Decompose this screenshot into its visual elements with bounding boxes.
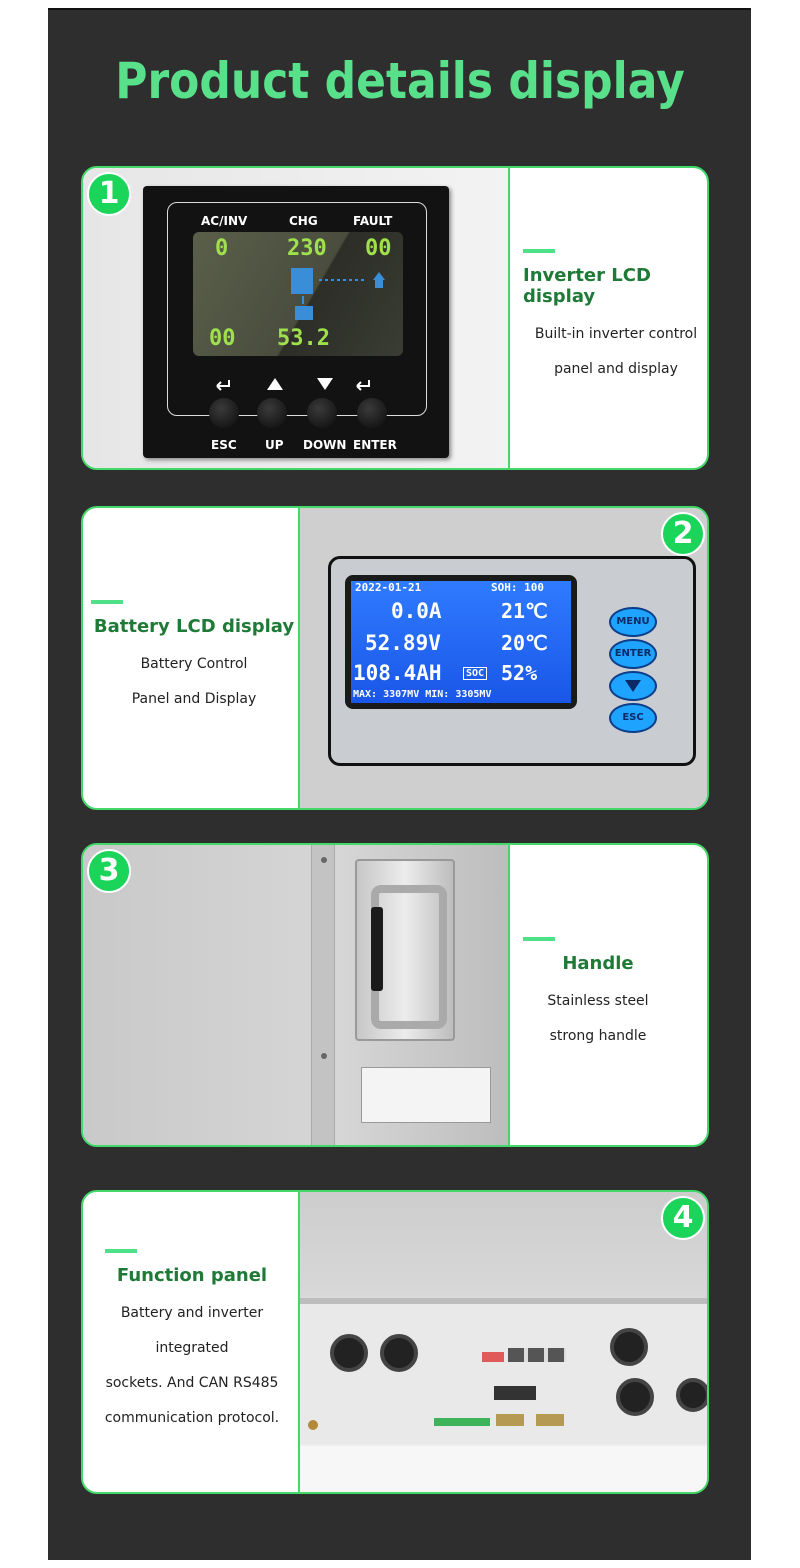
lcd-voltage: 52.89V bbox=[365, 631, 441, 655]
number-badge: 3 bbox=[87, 849, 131, 893]
card-text: Handle Stainless steel strong handle bbox=[523, 845, 673, 1145]
lcd-bottom-left: 00 bbox=[209, 326, 236, 351]
down-arrow-icon bbox=[625, 680, 641, 692]
card-desc-line: Stainless steel bbox=[547, 992, 649, 1009]
inverter-lcd-screen: 0 230 00 00 53.2 bbox=[193, 232, 403, 356]
esc-button[interactable] bbox=[209, 398, 239, 428]
lcd-bottom-mid: 53.2 bbox=[277, 326, 330, 351]
lcd-flow-icon bbox=[291, 268, 385, 320]
up-label: UP bbox=[265, 438, 284, 452]
db9-port bbox=[536, 1414, 564, 1426]
lcd-soc-label: SOC bbox=[463, 667, 488, 680]
battery-control-panel: 2022-01-21 SOH: 100 0.0A 21℃ 52.89V 20℃ … bbox=[328, 556, 696, 766]
card-handle: Handle Stainless steel strong handle 3 bbox=[81, 843, 709, 1147]
card-title: Inverter LCD display bbox=[523, 265, 651, 307]
enter-button[interactable]: ENTER bbox=[609, 639, 657, 669]
lcd-minmax: MAX: 3307MV MIN: 3305MV bbox=[353, 689, 492, 700]
db9-port bbox=[496, 1414, 524, 1426]
card-text: Inverter LCD display Built-in inverter c… bbox=[523, 168, 707, 468]
card-title: Function panel bbox=[116, 1264, 268, 1286]
inverter-control-panel: AC/INV CHG FAULT 0 230 00 00 53.2 bbox=[143, 186, 449, 458]
lcd-soh: SOH: 100 bbox=[491, 581, 544, 594]
card-text: Battery LCD display Battery Control Pane… bbox=[91, 508, 297, 808]
ground-screw bbox=[308, 1420, 318, 1430]
lcd-soc: 52% bbox=[501, 661, 538, 685]
down-button[interactable] bbox=[307, 398, 337, 428]
card-desc-line: Battery and inverter integrated bbox=[120, 1304, 264, 1356]
lcd-top-right: 00 bbox=[365, 236, 392, 261]
nav-arrow-icons bbox=[216, 378, 370, 391]
card-inverter-lcd: AC/INV CHG FAULT 0 230 00 00 53.2 bbox=[81, 166, 709, 470]
lcd-top-mid: 230 bbox=[287, 236, 327, 261]
esc-button[interactable]: ESC bbox=[609, 703, 657, 733]
accent-dash bbox=[105, 1248, 137, 1253]
card-divider bbox=[508, 845, 510, 1145]
card-battery-lcd: Battery LCD display Battery Control Pane… bbox=[81, 506, 709, 810]
card-desc-line: strong handle bbox=[549, 1027, 647, 1044]
accent-dash bbox=[523, 249, 555, 253]
dip-switch bbox=[482, 1352, 504, 1362]
card-desc-line: sockets. And CAN RS485 bbox=[105, 1374, 279, 1391]
power-socket bbox=[616, 1378, 654, 1416]
power-socket bbox=[330, 1334, 368, 1372]
card-desc-line: Panel and Display bbox=[131, 690, 257, 707]
usb-ports bbox=[494, 1386, 536, 1400]
down-button[interactable] bbox=[609, 671, 657, 701]
number-badge: 4 bbox=[661, 1196, 705, 1240]
product-label-sticker bbox=[361, 1067, 491, 1123]
accent-dash bbox=[523, 936, 555, 941]
lcd-capacity: 108.4AH bbox=[353, 661, 442, 685]
card-divider bbox=[508, 168, 510, 468]
card-desc-line: Battery Control bbox=[140, 655, 248, 672]
ac-inv-label: AC/INV bbox=[201, 214, 248, 228]
number-badge: 2 bbox=[661, 512, 705, 556]
up-button[interactable] bbox=[257, 398, 287, 428]
chg-label: CHG bbox=[289, 214, 318, 228]
power-socket bbox=[676, 1378, 707, 1412]
lcd-top-left: 0 bbox=[215, 236, 229, 261]
card-title: Handle bbox=[562, 952, 634, 974]
esc-label: ESC bbox=[211, 438, 237, 452]
down-label: DOWN bbox=[303, 438, 347, 452]
menu-button[interactable]: MENU bbox=[609, 607, 657, 637]
number-badge: 1 bbox=[87, 172, 131, 216]
enter-label: ENTER bbox=[353, 438, 397, 452]
card-divider bbox=[298, 508, 300, 808]
handle-plate bbox=[355, 859, 455, 1041]
card-desc-line: panel and display bbox=[554, 361, 678, 377]
card-desc-line: communication protocol. bbox=[104, 1409, 280, 1426]
card-text: Function panel Battery and inverter inte… bbox=[85, 1192, 299, 1492]
card-divider bbox=[298, 1192, 300, 1492]
terminal-block bbox=[434, 1418, 490, 1426]
power-socket bbox=[380, 1334, 418, 1372]
lcd-temp2: 20℃ bbox=[501, 631, 548, 655]
card-desc-line: Built-in inverter control bbox=[534, 326, 698, 342]
lcd-current: 0.0A bbox=[391, 599, 442, 623]
power-socket bbox=[610, 1328, 648, 1366]
page-title: Product details display bbox=[115, 52, 685, 110]
lcd-temp1: 21℃ bbox=[501, 599, 548, 623]
card-title: Battery LCD display bbox=[93, 615, 295, 637]
fault-label: FAULT bbox=[353, 214, 393, 228]
handle-photo bbox=[83, 845, 509, 1145]
card-function-panel: Function panel Battery and inverter inte… bbox=[81, 1190, 709, 1494]
inverter-photo: AC/INV CHG FAULT 0 230 00 00 53.2 bbox=[83, 168, 509, 468]
function-panel-photo bbox=[300, 1192, 707, 1492]
battery-lcd-screen: 2022-01-21 SOH: 100 0.0A 21℃ 52.89V 20℃ … bbox=[345, 575, 577, 709]
lcd-date: 2022-01-21 bbox=[355, 581, 422, 594]
rj45-ports bbox=[508, 1348, 566, 1362]
accent-dash bbox=[91, 599, 123, 604]
enter-button[interactable] bbox=[357, 398, 387, 428]
battery-photo: 2022-01-21 SOH: 100 0.0A 21℃ 52.89V 20℃ … bbox=[300, 508, 707, 808]
